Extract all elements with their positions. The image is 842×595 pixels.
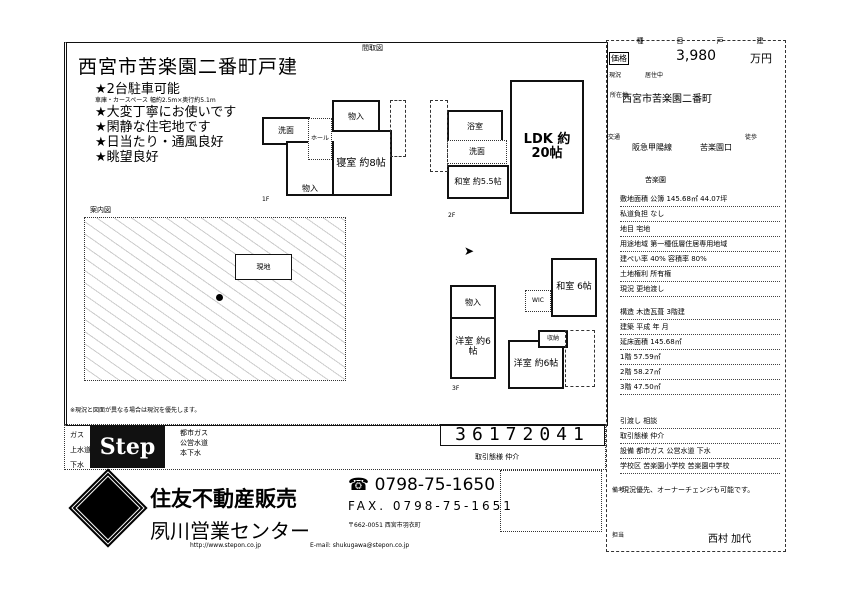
- area-map: 現地: [84, 217, 346, 381]
- room: WIC: [525, 290, 551, 312]
- feature-item: ★日当たり・通風良好: [95, 135, 224, 150]
- feature-list: ★2台駐車可能 車庫・カースペース 幅約2.5m×奥行約5.1m ★大変丁寧にお…: [95, 82, 255, 165]
- traffic-label: 交通: [608, 134, 621, 141]
- utility-values: 都市ガス公営水道本下水: [180, 429, 208, 457]
- company-address: 〒662-0051 西宮市羽衣町: [348, 522, 421, 529]
- land-row: 現況 更地渡し: [620, 282, 780, 297]
- reference-number: 36172041: [440, 424, 605, 446]
- land-row: 地目 宅地: [620, 222, 780, 237]
- station-name: 苦楽園口: [700, 143, 732, 152]
- other-row: 取引態様 仲介: [620, 429, 780, 444]
- feature-note: 車庫・カースペース 幅約2.5m×奥行約5.1m: [95, 97, 216, 104]
- room: 物入: [332, 100, 380, 134]
- branch-name: 夙川営業センター: [150, 519, 310, 543]
- bus-stop: 苦楽園: [645, 176, 666, 184]
- transaction-note: 取引態様 仲介: [475, 453, 520, 461]
- step-logo: Step: [90, 426, 165, 468]
- balcony: [390, 100, 406, 157]
- floor-label: 1F: [262, 196, 270, 203]
- info-strip: [64, 424, 606, 470]
- building-row: 延床面積 145.68㎡: [620, 335, 780, 350]
- main-frame: [64, 42, 608, 426]
- room: 収納: [538, 330, 568, 348]
- room: 和室 約5.5帖: [447, 165, 509, 199]
- building-row: 2階 58.27㎡: [620, 365, 780, 380]
- map-caption: 案内図: [90, 206, 111, 214]
- other-row: 設備 都市ガス 公営水道 下水: [620, 444, 780, 459]
- room-ldk: LDK 約20帖: [510, 80, 584, 214]
- company-name: 住友不動産販売: [150, 487, 297, 511]
- email-link[interactable]: E-mail: shukugawa@stepon.co.jp: [310, 542, 410, 549]
- feature-item: ★閑静な住宅地です: [95, 120, 211, 135]
- feature-item: ★眺望良好: [95, 150, 159, 165]
- stairs: [430, 100, 448, 172]
- utility-labels: ガス上水道下水: [70, 431, 91, 469]
- other-row: 引渡し 相談: [620, 414, 780, 429]
- building-row: 1階 57.59㎡: [620, 350, 780, 365]
- room-bedroom: 寝室 約8帖: [330, 130, 392, 196]
- price-unit: 万円: [750, 52, 772, 65]
- land-row: 建ぺい率 40% 容積率 80%: [620, 252, 780, 267]
- building-row: 3階 47.50㎡: [620, 380, 780, 395]
- staff-label: 担当: [612, 532, 625, 539]
- location-marker-icon: [216, 294, 223, 301]
- building-row: 構造 木造瓦葺 3階建: [620, 305, 780, 320]
- fax-number: FAX. 0798-75-1651: [348, 499, 514, 513]
- status-label: 現況: [609, 72, 622, 79]
- website-link[interactable]: http://www.stepon.co.jp: [190, 542, 262, 549]
- floor-label: 2F: [448, 212, 456, 219]
- room: 洋室 約6帖: [450, 317, 496, 379]
- room: 和室 6帖: [551, 258, 597, 317]
- room: 浴室: [447, 110, 503, 144]
- line-name: 阪急甲陽線: [632, 143, 672, 152]
- room: 洋室 約6帖: [508, 340, 564, 389]
- location-label: 所在地: [610, 92, 629, 99]
- building-row: 建築 平成 年 月: [620, 320, 780, 335]
- walk-label: 徒歩: [745, 134, 758, 141]
- remarks-text: 現況優先、オーナーチェンジも可能です。: [622, 486, 755, 494]
- compass-icon: ➤: [464, 244, 475, 258]
- land-row: 敷地面積 公簿 145.68㎡ 44.07坪: [620, 192, 780, 207]
- location-value: 西宮市苦楽園二番町: [622, 94, 712, 105]
- tel-number: ☎ 0798-75-1650: [348, 475, 496, 495]
- top-caption: 間取図: [362, 44, 383, 52]
- room: 洗面: [447, 140, 507, 164]
- category-header: 種目戸建: [636, 37, 764, 45]
- feature-item: ★大変丁寧にお使いです: [95, 105, 237, 120]
- price-value: 3,980: [676, 48, 717, 64]
- property-panel: [606, 40, 786, 552]
- map-landmark: 現地: [235, 254, 292, 280]
- stairs: ホール: [308, 118, 332, 160]
- other-row: 学校区 苦楽園小学校 苦楽園中学校: [620, 459, 780, 474]
- remarks-label: 備考: [612, 487, 625, 494]
- office-map: [500, 470, 602, 532]
- land-row: 用途地域 第一種低層住居専用地域: [620, 237, 780, 252]
- status-value: 居住中: [645, 72, 664, 79]
- balcony: [565, 330, 595, 387]
- price-label: 価格: [609, 52, 629, 65]
- page-title: 西宮市苦楽園二番町戸建: [78, 56, 299, 78]
- land-row: 土地権利 所有権: [620, 267, 780, 282]
- company-logo-icon: [68, 468, 148, 548]
- feature-item: ★2台駐車可能: [95, 82, 180, 97]
- land-row: 私道負担 なし: [620, 207, 780, 222]
- map-note: ※現況と図面が異なる場合は現況を優先します。: [70, 407, 201, 414]
- staff-name: 西村 加代: [708, 534, 752, 545]
- floor-label: 3F: [452, 385, 460, 392]
- room: 物入: [450, 285, 496, 321]
